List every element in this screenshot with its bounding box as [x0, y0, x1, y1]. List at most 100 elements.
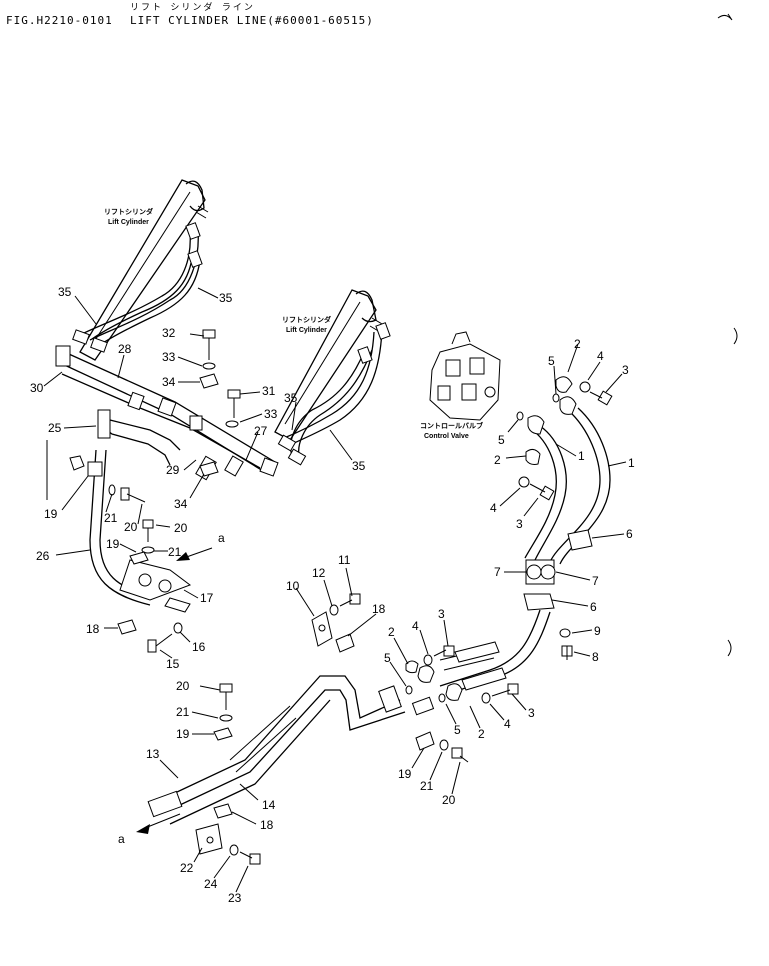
callout-5: 5 — [384, 651, 391, 665]
callout-20: 20 — [442, 793, 456, 807]
cross-tube-assembly — [55, 345, 279, 481]
callout-33: 33 — [264, 407, 278, 421]
bolt-23 — [239, 851, 261, 865]
control-valve-label-en: Control Valve — [424, 433, 469, 440]
callout-10: 10 — [286, 579, 300, 593]
callout-7: 7 — [494, 565, 501, 579]
clamp-17 — [119, 559, 192, 613]
callout-34: 34 — [174, 497, 188, 511]
callout-25: 25 — [48, 421, 62, 435]
callout-22: 22 — [180, 861, 194, 875]
callout-5: 5 — [454, 723, 461, 737]
callout-12: 12 — [312, 566, 326, 580]
callout-6: 6 — [590, 600, 597, 614]
callout-9: 9 — [594, 624, 601, 638]
lift-cylinder-label-en: Lift Cylinder — [286, 327, 327, 334]
lift-cylinder-label-jp: リフトシリンダ — [104, 207, 153, 216]
callout-30: 30 — [30, 381, 44, 395]
washer-33 — [202, 362, 216, 370]
view-label-a: a — [118, 832, 125, 846]
clamp-18 — [213, 803, 233, 819]
lift-cylinder-label-jp: リフトシリンダ — [282, 315, 331, 324]
callout-16: 16 — [192, 640, 206, 654]
callout-3: 3 — [528, 706, 535, 720]
clamp-19 — [129, 551, 149, 565]
callout-18: 18 — [260, 818, 274, 832]
title-japanese: リフト シリンダ ライン — [130, 3, 255, 13]
callout-28: 28 — [118, 342, 132, 356]
callout-21: 21 — [104, 511, 118, 525]
callout-3: 3 — [438, 607, 445, 621]
callout-4: 4 — [490, 501, 497, 515]
clamp-19 — [69, 455, 85, 471]
bolt-3 — [433, 645, 455, 657]
lift-cylinder-label-en: Lift Cylinder — [108, 219, 149, 226]
left-lift-cylinder — [79, 179, 209, 361]
bolt-31 — [227, 389, 241, 418]
callout-3: 3 — [622, 363, 629, 377]
callout-6: 6 — [626, 527, 633, 541]
leader-lines — [43, 287, 627, 893]
callout-29: 29 — [166, 463, 180, 477]
callout-14: 14 — [262, 798, 276, 812]
clamp-19 — [213, 727, 233, 741]
callout-2: 2 — [494, 453, 501, 467]
washer-4 — [423, 654, 433, 666]
callout-4: 4 — [504, 717, 511, 731]
washer-5 — [405, 685, 413, 695]
washer-21 — [108, 484, 116, 496]
callout-1: 1 — [628, 456, 635, 470]
bolt-20 — [451, 747, 469, 763]
callout-8: 8 — [592, 650, 599, 664]
callout-19: 19 — [398, 767, 412, 781]
washer-21 — [439, 739, 449, 751]
clamp-34 — [199, 461, 219, 477]
clamp-6 — [523, 593, 555, 611]
tube-13-14 — [147, 675, 435, 825]
callout-35: 35 — [284, 391, 298, 405]
bolt-20 — [120, 487, 146, 503]
callout-2: 2 — [574, 337, 581, 351]
bolt-20 — [219, 683, 233, 710]
callout-21: 21 — [420, 779, 434, 793]
left-cylinder-hoses — [72, 222, 203, 353]
clamp-34 — [199, 373, 219, 389]
washer-33 — [225, 420, 239, 428]
washer-12 — [329, 604, 339, 616]
callout-21: 21 — [176, 705, 190, 719]
bolt-32 — [202, 329, 216, 360]
callout-7: 7 — [592, 574, 599, 588]
figure-number: FIG.H2210-0101 — [6, 14, 113, 27]
callout-19: 19 — [106, 537, 120, 551]
callout-35: 35 — [58, 285, 72, 299]
clamp-18 — [117, 619, 137, 635]
callout-19: 19 — [44, 507, 58, 521]
control-valve — [429, 331, 501, 421]
view-label-a: a — [218, 531, 225, 545]
callout-33: 33 — [162, 350, 176, 364]
washer-4 — [579, 381, 591, 393]
callout-1: 1 — [578, 449, 585, 463]
callout-32: 32 — [162, 326, 176, 340]
washer-5 — [438, 693, 446, 703]
control-valve-label-jp: コントロールバルブ — [420, 421, 483, 430]
callout-20: 20 — [174, 521, 188, 535]
washer-4 — [481, 692, 491, 704]
bolt-3 — [589, 390, 613, 406]
view-arrow-a — [176, 547, 213, 561]
callout-numbers: 35 35 35 35 32 33 34 31 33 27 28 30 25 2… — [30, 285, 635, 905]
view-arrow-a — [136, 813, 181, 834]
figure-title: LIFT CYLINDER LINE(#60001-60515) — [130, 14, 374, 27]
hose-1 — [524, 376, 611, 565]
callout-31: 31 — [262, 384, 276, 398]
callout-19: 19 — [176, 727, 190, 741]
callout-2: 2 — [388, 625, 395, 639]
washer-5 — [552, 393, 560, 403]
callout-21: 21 — [168, 545, 182, 559]
washer-24 — [229, 844, 239, 856]
callout-11: 11 — [338, 553, 351, 567]
washer-4 — [518, 476, 530, 488]
callout-35: 35 — [219, 291, 233, 305]
bracket-22 — [195, 823, 223, 855]
washer-21 — [141, 546, 155, 554]
